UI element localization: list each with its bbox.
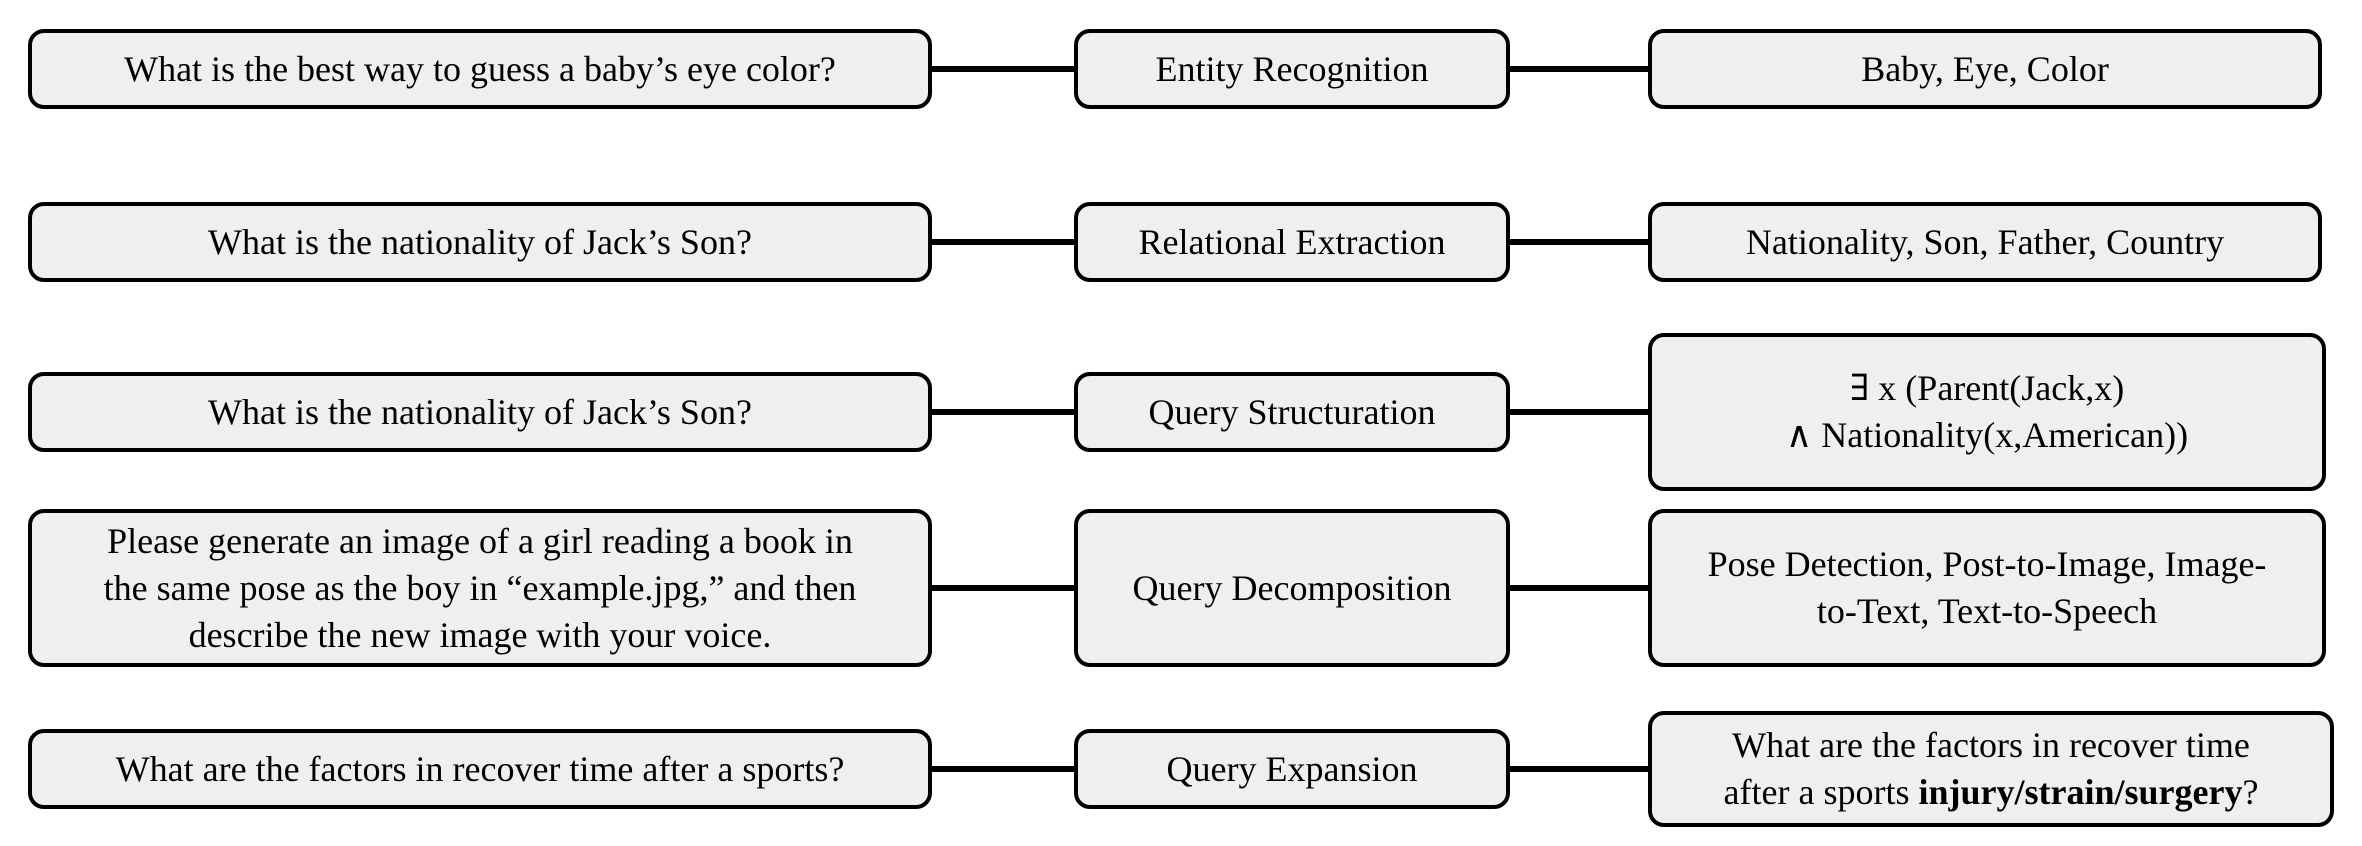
input-query-text: What is the nationality of Jack’s Son? <box>208 391 752 432</box>
output-text-line-1: Pose Detection, Post-to-Image, Image- <box>1707 544 2267 584</box>
input-query-box-4: Please generate an image of a girl readi… <box>28 509 932 667</box>
input-query-text: What is the best way to guess a baby’s e… <box>124 48 836 89</box>
output-text-line-1: ∃ x (Parent(Jack,x) <box>1849 368 2125 408</box>
output-box-2: Nationality, Son, Father, Country <box>1648 202 2322 282</box>
output-text-prefix: after a sports <box>1723 772 1919 812</box>
task-label: Relational Extraction <box>1138 221 1446 262</box>
output-box-4: Pose Detection, Post-to-Image, Image- to… <box>1648 509 2326 667</box>
output-text-line-2: to-Text, Text-to-Speech <box>1816 591 2158 631</box>
output-box-1: Baby, Eye, Color <box>1648 29 2322 109</box>
task-label: Query Decomposition <box>1132 567 1452 608</box>
task-box-query-structuration: Query Structuration <box>1074 372 1510 452</box>
input-query-box-1: What is the best way to guess a baby’s e… <box>28 29 932 109</box>
task-box-query-expansion: Query Expansion <box>1074 729 1510 809</box>
task-box-entity-recognition: Entity Recognition <box>1074 29 1510 109</box>
task-label: Entity Recognition <box>1155 48 1429 89</box>
input-query-box-3: What is the nationality of Jack’s Son? <box>28 372 932 452</box>
input-query-text: What is the nationality of Jack’s Son? <box>208 221 752 262</box>
task-box-query-decomposition: Query Decomposition <box>1074 509 1510 667</box>
input-query-line-2: the same pose as the boy in “example.jpg… <box>103 567 857 608</box>
output-text-bold-expansion: injury/strain/surgery <box>1918 772 2243 812</box>
input-query-box-5: What are the factors in recover time aft… <box>28 729 932 809</box>
input-query-line-3: describe the new image with your voice. <box>188 614 772 655</box>
input-query-line-1: Please generate an image of a girl readi… <box>107 520 853 561</box>
output-box-5: What are the factors in recover time aft… <box>1648 711 2334 827</box>
output-text: Nationality, Son, Father, Country <box>1745 221 2225 262</box>
task-box-relational-extraction: Relational Extraction <box>1074 202 1510 282</box>
output-text-line-1: What are the factors in recover time <box>1732 725 2250 765</box>
task-label: Query Expansion <box>1166 748 1418 789</box>
output-box-3: ∃ x (Parent(Jack,x) ∧ Nationality(x,Amer… <box>1648 333 2326 491</box>
input-query-text: What are the factors in recover time aft… <box>115 748 845 789</box>
output-text-suffix: ? <box>2242 772 2259 812</box>
output-text: Baby, Eye, Color <box>1861 48 2109 89</box>
input-query-box-2: What is the nationality of Jack’s Son? <box>28 202 932 282</box>
output-text-line-2: after a sports injury/strain/surgery? <box>1724 769 2259 816</box>
output-text-line-2: ∧ Nationality(x,American)) <box>1785 415 2189 455</box>
task-label: Query Structuration <box>1148 391 1436 432</box>
